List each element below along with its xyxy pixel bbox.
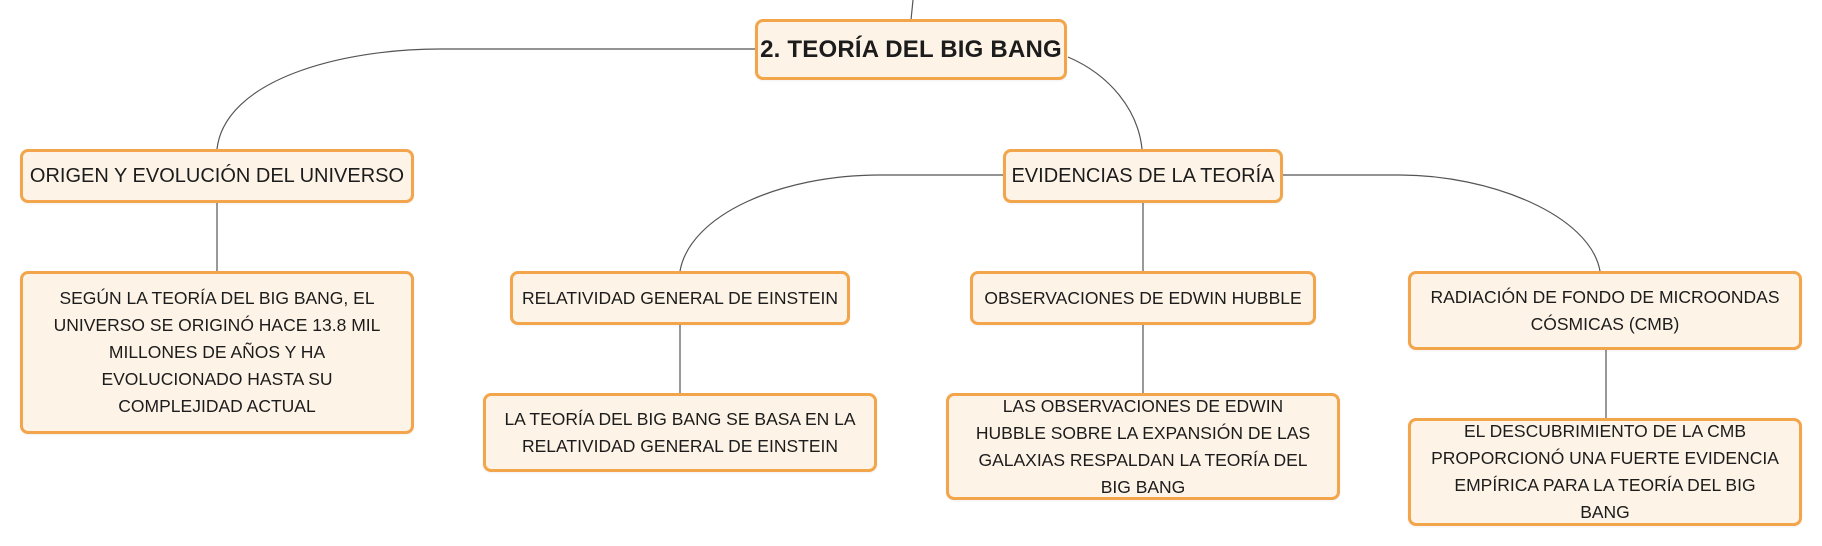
connector-to-parent (910, 0, 914, 21)
origin-node-label: ORIGEN Y EVOLUCIÓN DEL UNIVERSO (29, 164, 405, 187)
relativity-detail-text: LA TEORÍA DEL BIG BANG SE BASA EN LA REL… (504, 408, 856, 456)
connector-evidence-cmb (1283, 174, 1601, 272)
hubble-node[interactable]: OBSERVACIONES DE EDWIN HUBBLE (970, 271, 1316, 325)
cmb-node[interactable]: RADIACIÓN DE FONDO DE MICROONDAS CÓSMICA… (1408, 271, 1802, 350)
connector-root-evidence (1067, 56, 1143, 150)
cmb-detail-node[interactable]: EL DESCUBRIMIENTO DE LA CMB PROPORCIONÓ … (1408, 418, 1802, 526)
origin-detail-text: SEGÚN LA TEORÍA DEL BIG BANG, EL UNIVERS… (53, 288, 381, 416)
relativity-node-label: RELATIVIDAD GENERAL DE EINSTEIN (521, 287, 839, 308)
origin-node[interactable]: ORIGEN Y EVOLUCIÓN DEL UNIVERSO (20, 149, 414, 203)
connector-root-origin (216, 48, 755, 150)
root-node[interactable]: 2. TEORÍA DEL BIG BANG (755, 19, 1067, 80)
hubble-detail-text: LAS OBSERVACIONES DE EDWIN HUBBLE SOBRE … (975, 395, 1311, 497)
hubble-node-label: OBSERVACIONES DE EDWIN HUBBLE (984, 287, 1302, 308)
evidence-node-label: EVIDENCIAS DE LA TEORÍA (1011, 164, 1275, 187)
root-node-label: 2. TEORÍA DEL BIG BANG (760, 35, 1062, 63)
hubble-detail-node[interactable]: LAS OBSERVACIONES DE EDWIN HUBBLE SOBRE … (946, 393, 1340, 500)
relativity-detail-node[interactable]: LA TEORÍA DEL BIG BANG SE BASA EN LA REL… (483, 393, 877, 472)
cmb-node-label: RADIACIÓN DE FONDO DE MICROONDAS CÓSMICA… (1430, 286, 1780, 334)
cmb-detail-text: EL DESCUBRIMIENTO DE LA CMB PROPORCIONÓ … (1431, 421, 1779, 522)
connector-evidence-relativity (679, 174, 1003, 272)
origin-detail-node[interactable]: SEGÚN LA TEORÍA DEL BIG BANG, EL UNIVERS… (20, 271, 414, 434)
evidence-node[interactable]: EVIDENCIAS DE LA TEORÍA (1003, 149, 1283, 203)
relativity-node[interactable]: RELATIVIDAD GENERAL DE EINSTEIN (510, 271, 850, 325)
